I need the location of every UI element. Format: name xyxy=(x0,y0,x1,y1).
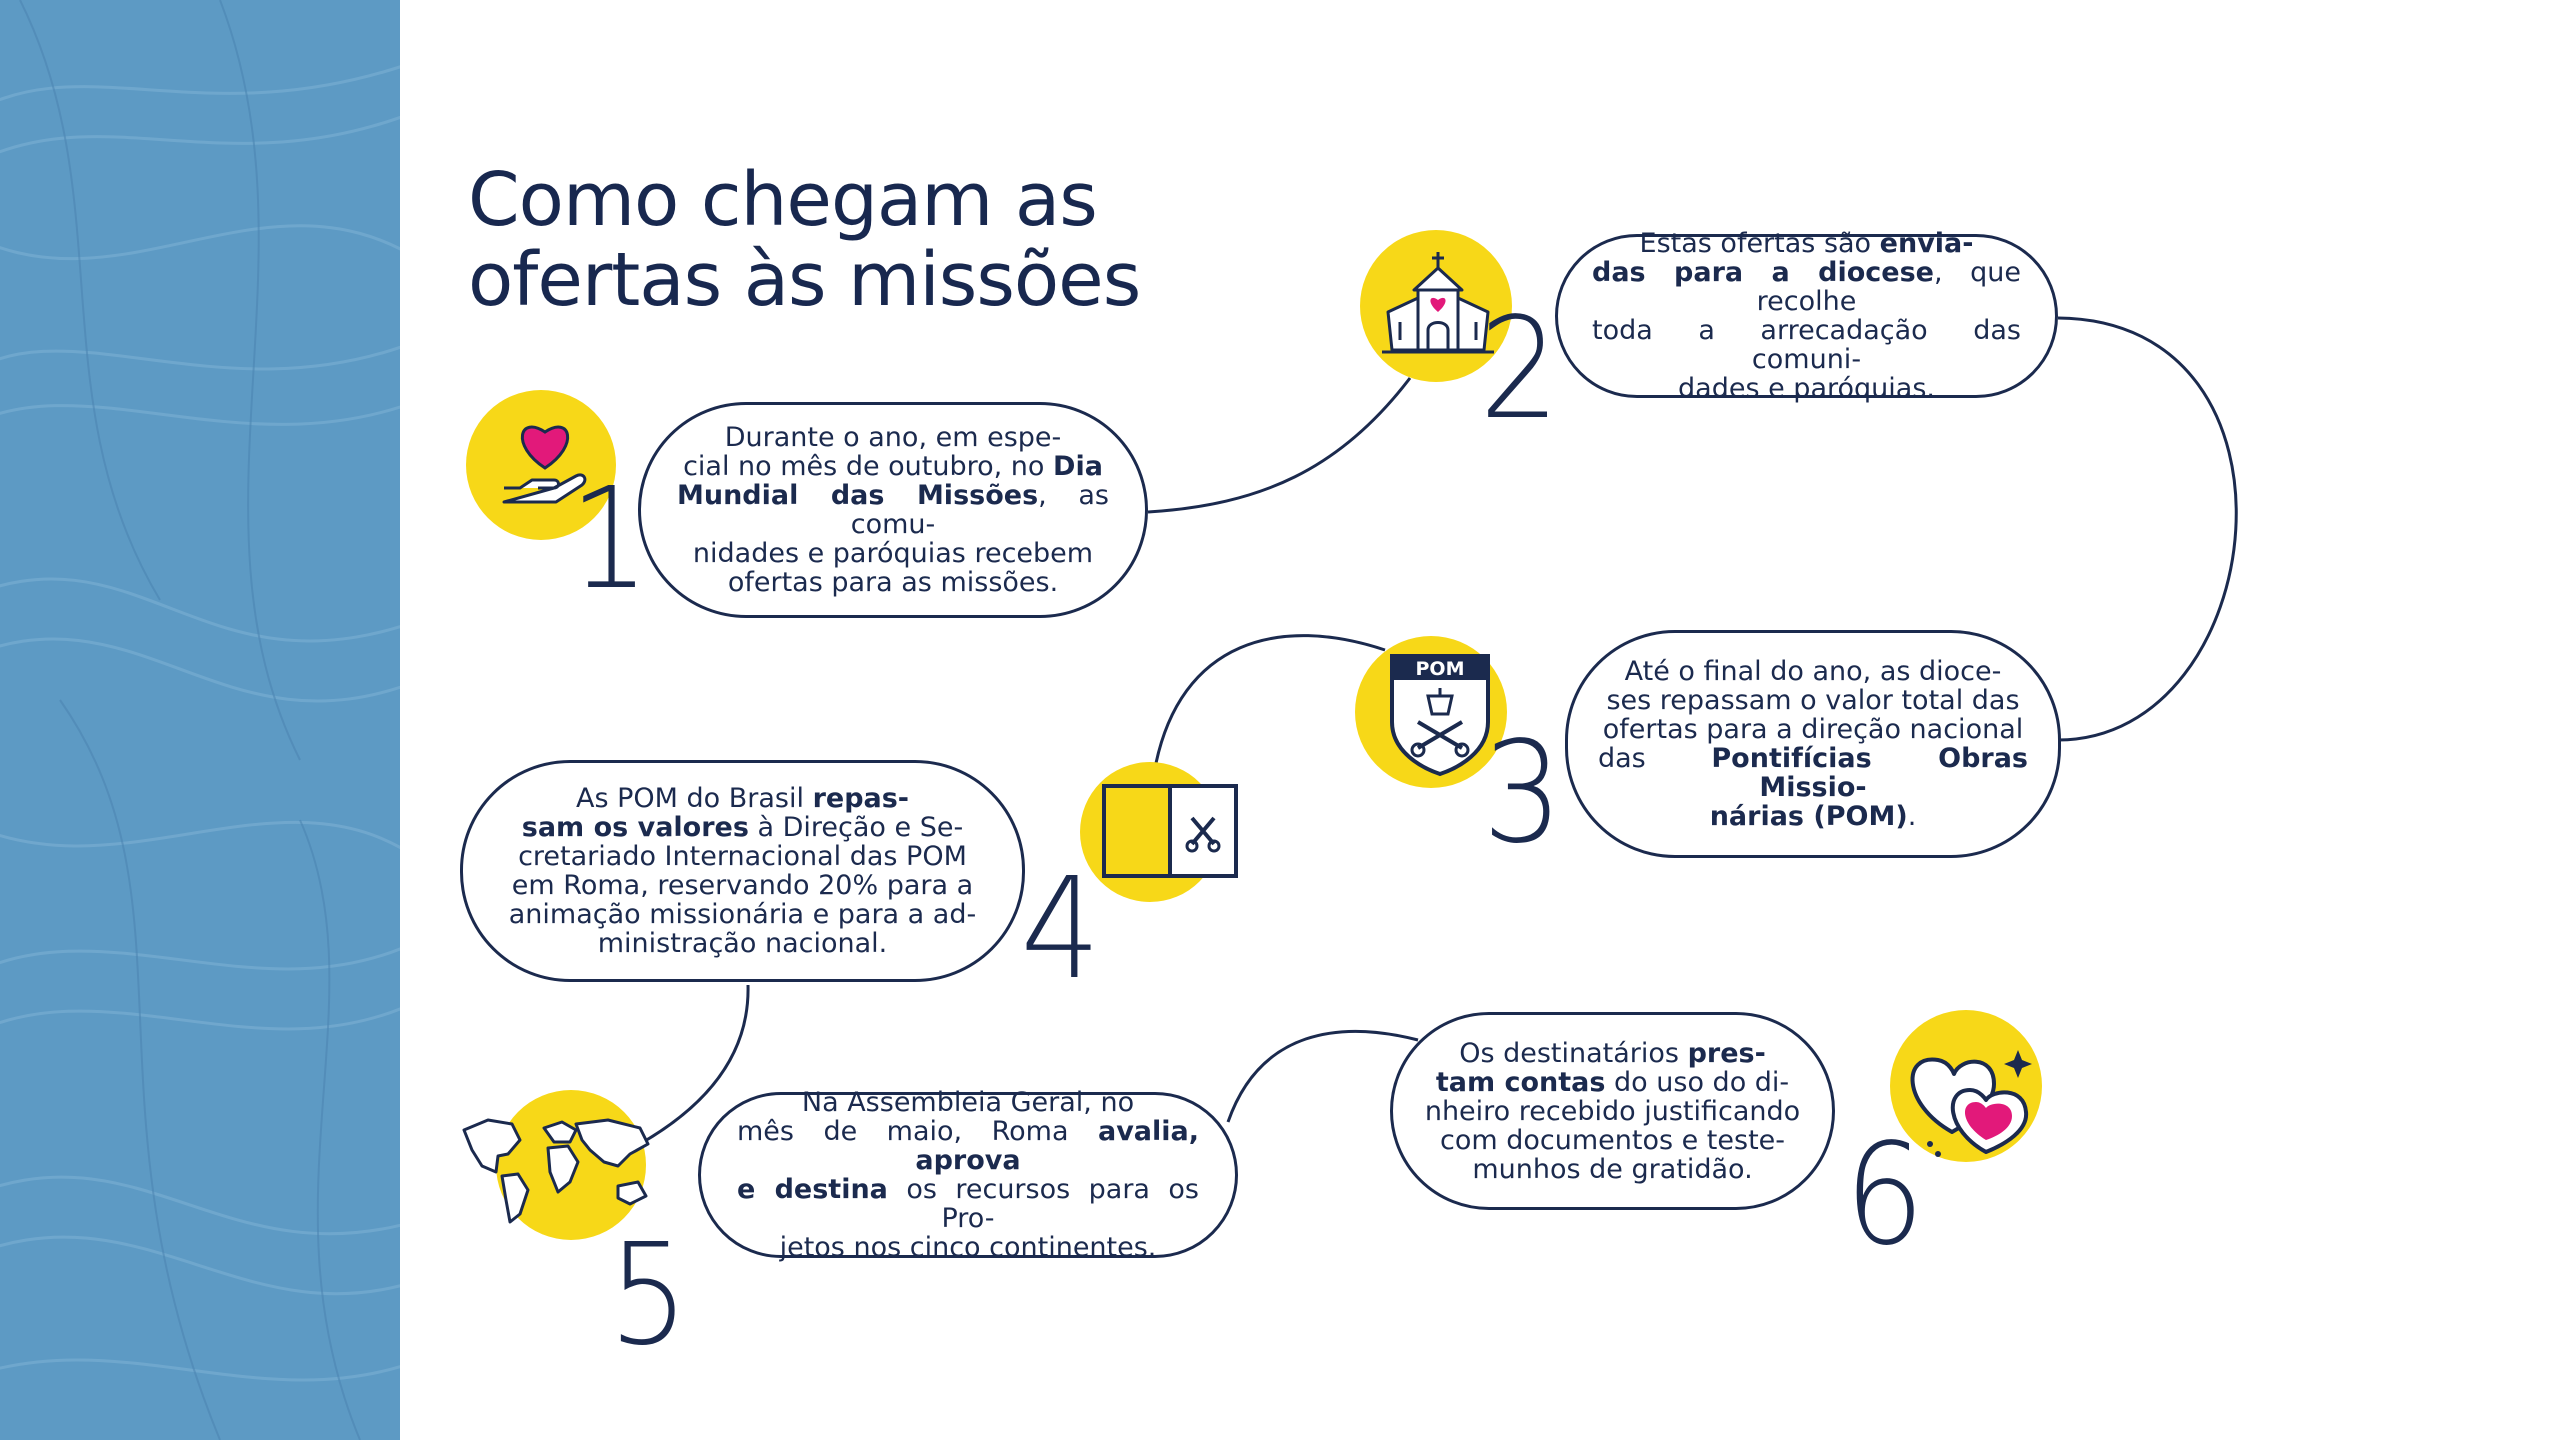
pom-shield-icon: POM xyxy=(1390,654,1490,777)
connector-2-3 xyxy=(2057,316,2238,742)
step-text-run: , que recolhe xyxy=(1756,257,2021,317)
connector-4-5 xyxy=(637,984,750,1147)
page-title: Como chegam as ofertas às missões xyxy=(468,160,1228,320)
step-text-run: Durante o ano, em espe- xyxy=(724,422,1062,453)
decorative-sidebar xyxy=(0,0,400,1440)
step-text-run: . xyxy=(1907,801,1917,832)
step-text-run: toda a arrecadação das comuni- xyxy=(1592,315,2021,375)
step-6-text-box: Os destinatários pres-tam contas do uso … xyxy=(1390,1012,1835,1210)
step-text-run: Até o final do ano, as dioce- xyxy=(1624,656,2002,687)
step-1-text: Durante o ano, em espe-cial no mês de ou… xyxy=(677,423,1109,597)
step-2-number: 2 xyxy=(1479,288,1560,451)
step-1-text-box: Durante o ano, em espe-cial no mês de ou… xyxy=(638,402,1148,618)
step-3-text: Até o final do ano, as dioce-ses repassa… xyxy=(1598,657,2028,831)
step-2-text-box: Estas ofertas são envia-das para a dioce… xyxy=(1555,229,2058,403)
step-2-text: Estas ofertas são envia-das para a dioce… xyxy=(1592,229,2021,403)
vatican-flag-icon xyxy=(1102,784,1238,878)
step-1-number: 1 xyxy=(569,458,650,621)
step-text-run: dades e paróquias. xyxy=(1678,373,1935,404)
step-text-run: à Direção e Se- xyxy=(748,812,964,843)
step-text-run: ofertas para a direção nacional xyxy=(1602,714,2024,745)
step-5-number: 5 xyxy=(608,1214,689,1377)
step-text-run: pres- xyxy=(1687,1037,1766,1069)
step-text-run: repas- xyxy=(812,783,910,814)
step-text-run: com documentos e teste- xyxy=(1439,1124,1786,1156)
step-text-run: das para a diocese xyxy=(1592,257,1934,288)
step-4-number: 4 xyxy=(1020,848,1101,1011)
step-text-run: cretariado Internacional das POM xyxy=(518,841,967,872)
step-text-run: avalia, aprova xyxy=(915,1116,1199,1176)
step-text-run: cial no mês de outubro, no xyxy=(683,451,1054,482)
step-3-number: 3 xyxy=(1482,712,1563,875)
step-text-run: sam os valores xyxy=(521,812,749,843)
connector-3-4 xyxy=(1153,634,1386,769)
step-6-text: Os destinatários pres-tam contas do uso … xyxy=(1425,1039,1800,1184)
step-text-run: , as comu- xyxy=(850,480,1109,540)
step-text-run: em Roma, reservando 20% para a xyxy=(511,870,974,901)
step-text-run: ses repassam o valor total das xyxy=(1606,685,2020,716)
step-text-run: ministração nacional. xyxy=(597,928,888,959)
step-4-text: As POM do Brasil repas-sam os valores à … xyxy=(509,784,977,958)
title-line-2: ofertas às missões xyxy=(468,237,1141,323)
step-text-run: nárias (POM) xyxy=(1709,801,1908,832)
church-icon xyxy=(1382,252,1494,354)
step-text-run: do uso do di- xyxy=(1605,1066,1790,1098)
step-4-text-box: As POM do Brasil repas-sam os valores à … xyxy=(460,760,1025,982)
step-text-run: os recursos para os Pro- xyxy=(887,1174,1199,1234)
step-text-run: e destina xyxy=(737,1174,888,1205)
step-text-run: nheiro recebido justificando xyxy=(1424,1095,1801,1127)
step-text-run: munhos de gratidão. xyxy=(1472,1153,1753,1185)
step-3-text-box: Até o final do ano, as dioce-ses repassa… xyxy=(1565,630,2061,858)
step-text-run: mês de maio, Roma xyxy=(737,1116,1098,1147)
connector-1-2 xyxy=(1147,377,1412,514)
step-text-run: Mundial das Missões xyxy=(677,480,1039,511)
step-text-run: ofertas para as missões. xyxy=(727,567,1059,598)
two-hearts-icon xyxy=(1910,1050,2032,1157)
step-text-run: jetos nos cinco continentes. xyxy=(779,1232,1157,1263)
step-text-run: Pontifícias Obras Missio- xyxy=(1711,743,2028,803)
step-text-run: Estas ofertas são xyxy=(1639,228,1880,259)
step-text-run: das xyxy=(1598,743,1712,774)
pom-shield-label: POM xyxy=(1416,658,1465,680)
hand-heart-icon xyxy=(502,425,587,504)
step-text-run: As POM do Brasil xyxy=(575,783,813,814)
step-text-run: Os destinatários xyxy=(1459,1037,1688,1069)
title-line-1: Como chegam as xyxy=(468,157,1098,243)
world-map-icon xyxy=(462,1118,650,1224)
step-text-run: Na Assembleia Geral, no xyxy=(801,1087,1135,1118)
step-6-number: 6 xyxy=(1844,1114,1925,1277)
step-text-run: tam contas xyxy=(1435,1066,1606,1098)
step-text-run: animação missionária e para a ad- xyxy=(508,899,977,930)
step-text-run: nidades e paróquias recebem xyxy=(692,538,1094,569)
step-text-run: envia- xyxy=(1879,228,1974,259)
step-text-run: Dia xyxy=(1053,451,1103,482)
connector-5-6 xyxy=(1226,1029,1419,1123)
